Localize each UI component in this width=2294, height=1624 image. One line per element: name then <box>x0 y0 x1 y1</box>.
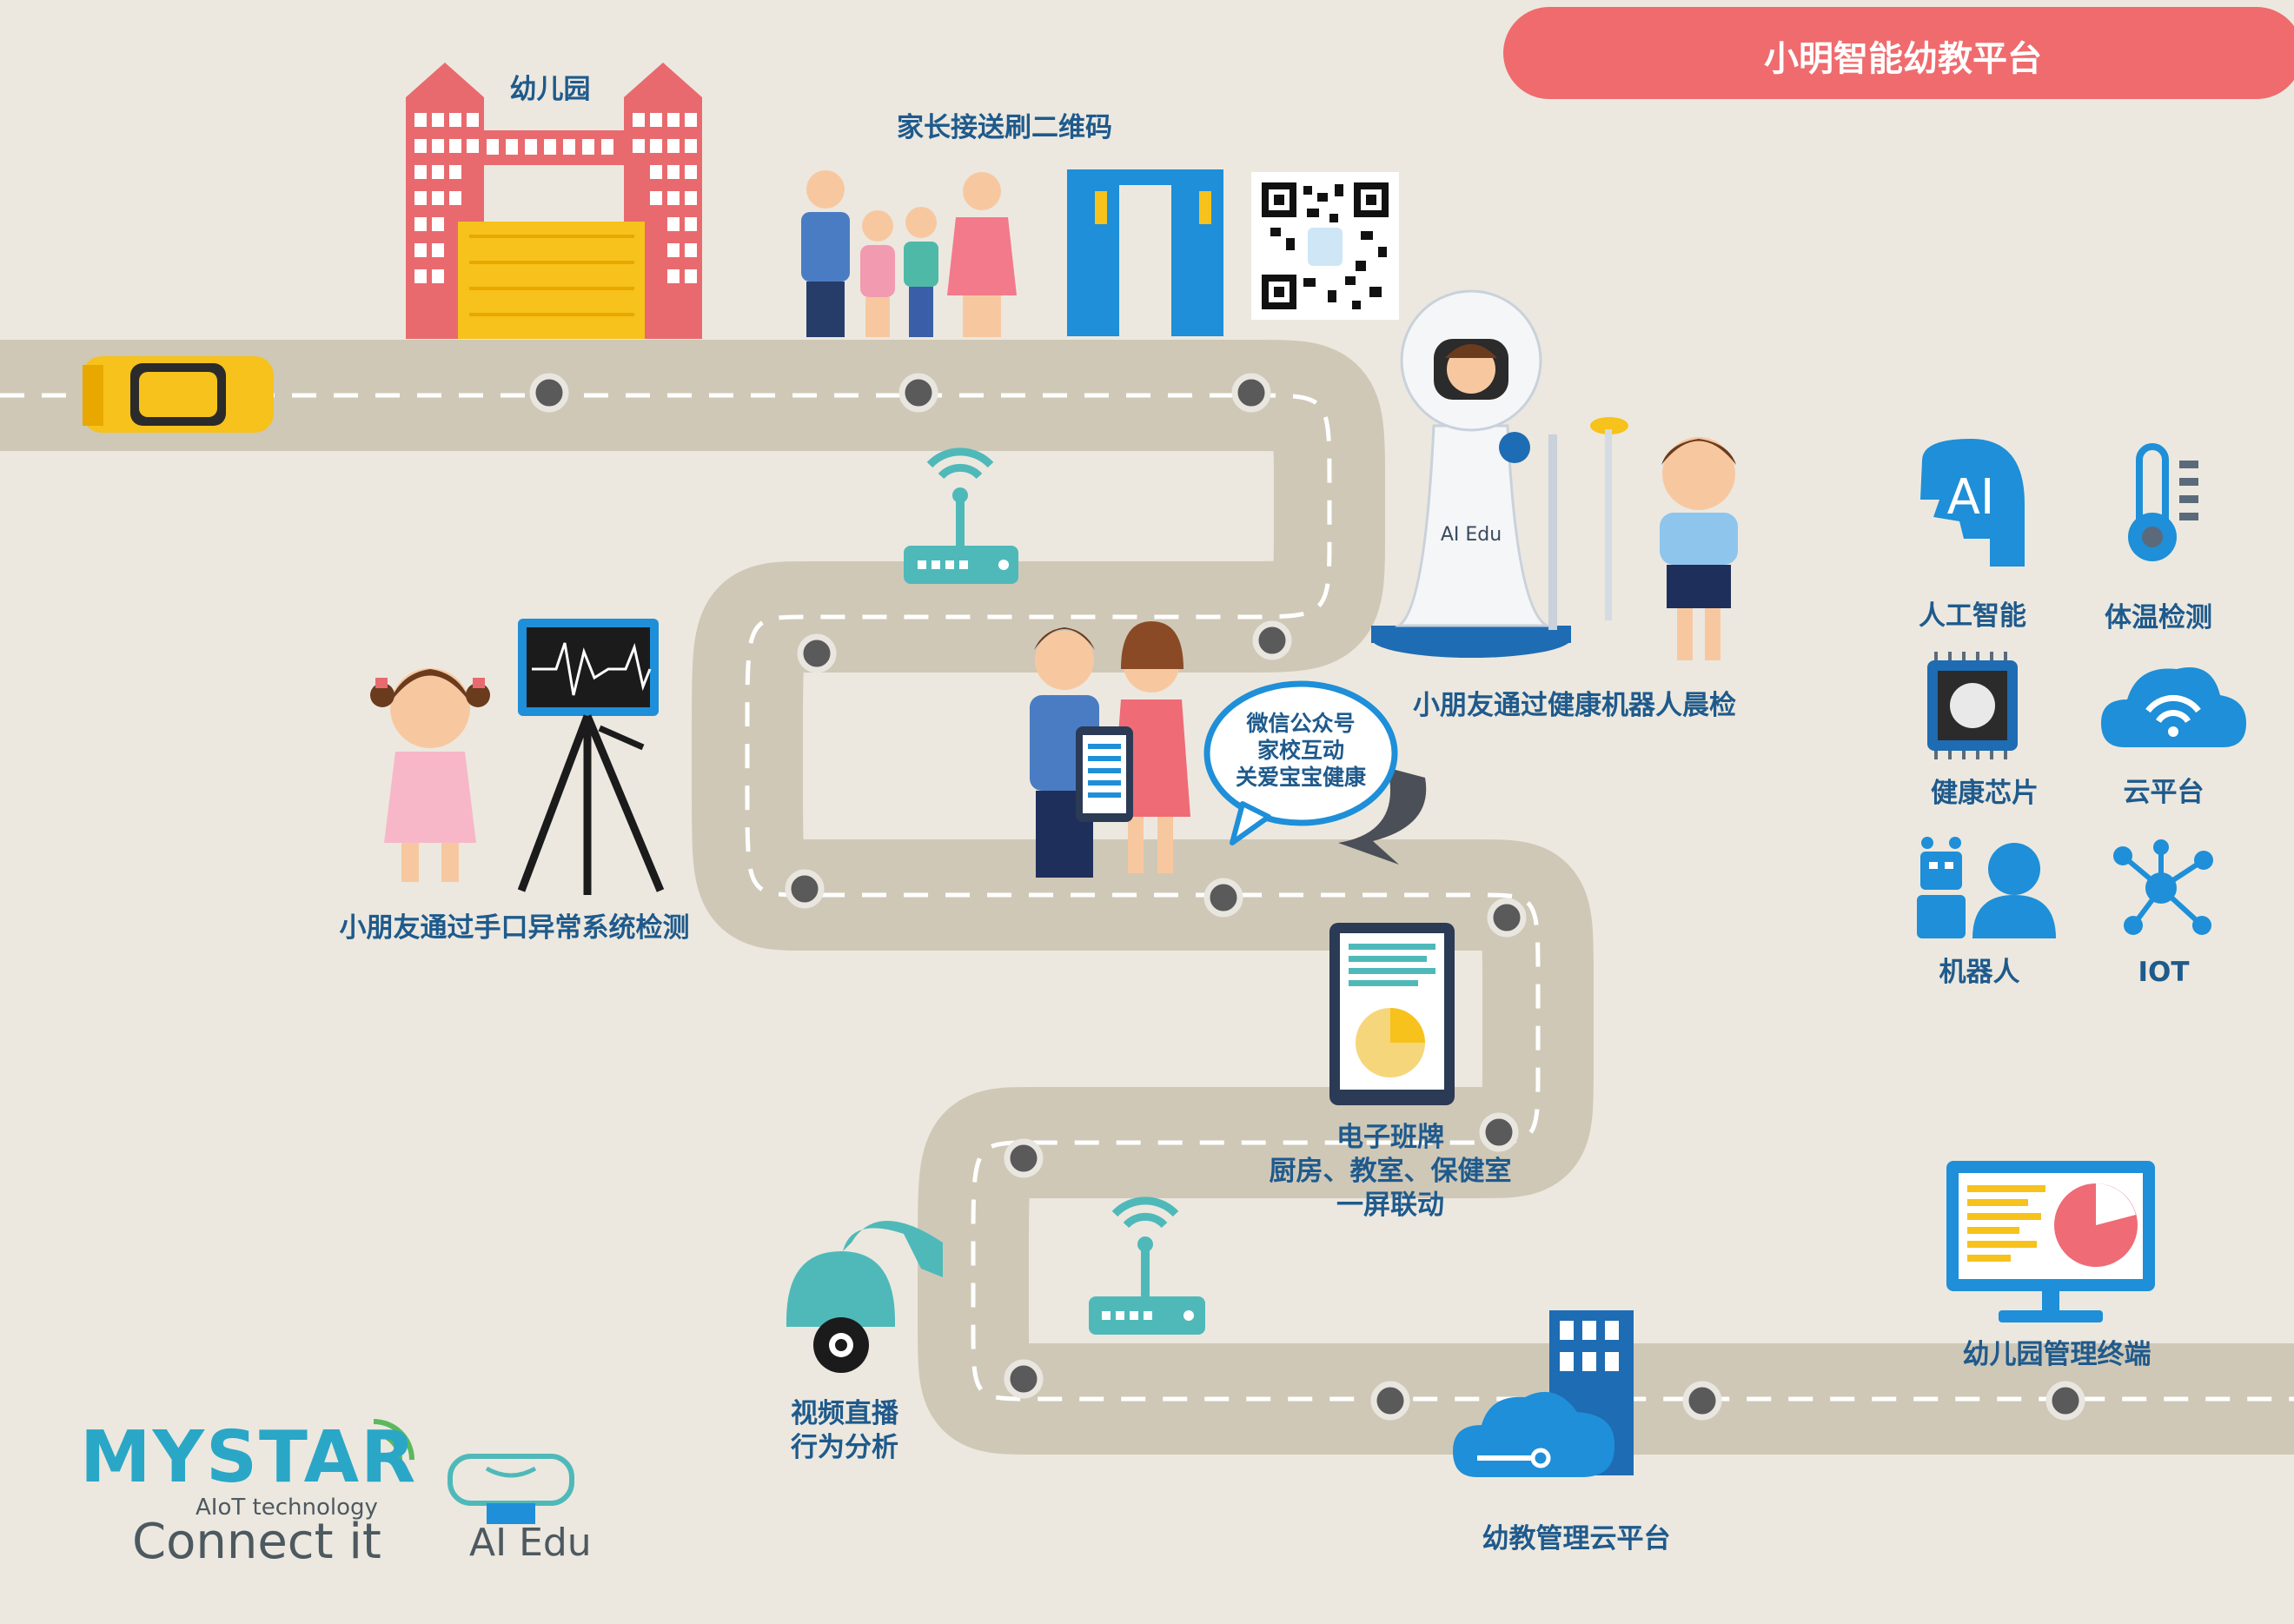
chip-icon <box>1927 652 2018 759</box>
ai-head-icon <box>1920 439 2025 567</box>
bubble-line: 家校互动 <box>1256 738 1345 763</box>
bubble-line: 关爱宝宝健康 <box>1235 765 1367 790</box>
eboard-line: 一屏联动 <box>1336 1189 1444 1221</box>
qr-code-icon <box>1251 172 1399 320</box>
router-icon <box>1089 1196 1205 1335</box>
smartphone-icon <box>1076 726 1133 822</box>
electronic-board-icon <box>1329 923 1455 1105</box>
road-markers <box>529 373 2085 1421</box>
brand-logo: MYSTAR <box>80 1416 418 1499</box>
title-banner: 小明智能幼教平台 <box>1503 7 2294 99</box>
boy-icon <box>1660 437 1738 660</box>
electronic-board-label: 电子班牌 厨房、教室、保健室 一屏联动 <box>1270 1121 1512 1222</box>
video-label: 视频直播 行为分析 <box>791 1397 898 1465</box>
page-title: 小明智能幼教平台 <box>1764 39 2042 79</box>
ai-icon-text: AI <box>1946 469 1995 526</box>
eboard-line: 厨房、教室、保健室 <box>1269 1155 1512 1187</box>
tech-label-iot: IOT <box>2138 957 2190 988</box>
thermometer-icon <box>2128 443 2198 561</box>
ptz-camera-icon <box>786 1221 943 1373</box>
robot-checkup-label: 小朋友通过健康机器人晨检 <box>1413 690 1736 721</box>
bubble-text: 微信公众号 家校互动 关爱宝宝健康 <box>1236 710 1366 791</box>
family-icon <box>801 170 1017 337</box>
gate-icon <box>1067 169 1223 336</box>
cloud-building-icon <box>1453 1310 1634 1477</box>
kindergarten-label: 幼儿园 <box>509 74 591 105</box>
tech-label-ai: 人工智能 <box>1919 600 2026 632</box>
tech-label-robot: 机器人 <box>1939 957 2020 988</box>
signal-arc-icon <box>373 1419 414 1461</box>
network-icon <box>2113 839 2213 935</box>
video-line: 视频直播 <box>791 1398 898 1429</box>
tech-label-temp: 体温检测 <box>2105 602 2212 633</box>
cloud-mgmt-label: 幼教管理云平台 <box>1482 1523 1671 1554</box>
brand-slogan: Connect it <box>132 1514 381 1570</box>
monitor-icon <box>1946 1161 2155 1322</box>
terminal-label: 幼儿园管理终端 <box>1962 1339 2151 1370</box>
wifi-cloud-icon <box>2101 667 2246 747</box>
taxi-icon <box>83 356 274 433</box>
robot-badge: AI Edu <box>1440 524 1502 546</box>
robot-person-icon <box>1917 837 2056 938</box>
qr-pickup-label: 家长接送刷二维码 <box>897 112 1112 143</box>
speech-bubble-icon <box>1203 680 1427 865</box>
eboard-line: 电子班牌 <box>1336 1122 1444 1153</box>
ai-edu-logo-icon <box>448 1454 574 1524</box>
router-icon <box>904 447 1018 584</box>
video-line: 行为分析 <box>791 1431 898 1463</box>
health-robot-icon <box>1371 289 1628 658</box>
tech-label-chip: 健康芯片 <box>1931 778 2039 809</box>
brand-tagline: AIoT technology <box>196 1495 378 1521</box>
hfmd-check-label: 小朋友通过手口异常系统检测 <box>339 912 690 944</box>
kindergarten-icon <box>406 63 702 339</box>
bubble-line: 微信公众号 <box>1246 711 1356 736</box>
girl-icon <box>370 668 490 882</box>
tech-label-cloud: 云平台 <box>2123 777 2204 808</box>
product-logo-text: AI Edu <box>469 1521 592 1565</box>
ecg-monitor-icon <box>517 619 665 895</box>
